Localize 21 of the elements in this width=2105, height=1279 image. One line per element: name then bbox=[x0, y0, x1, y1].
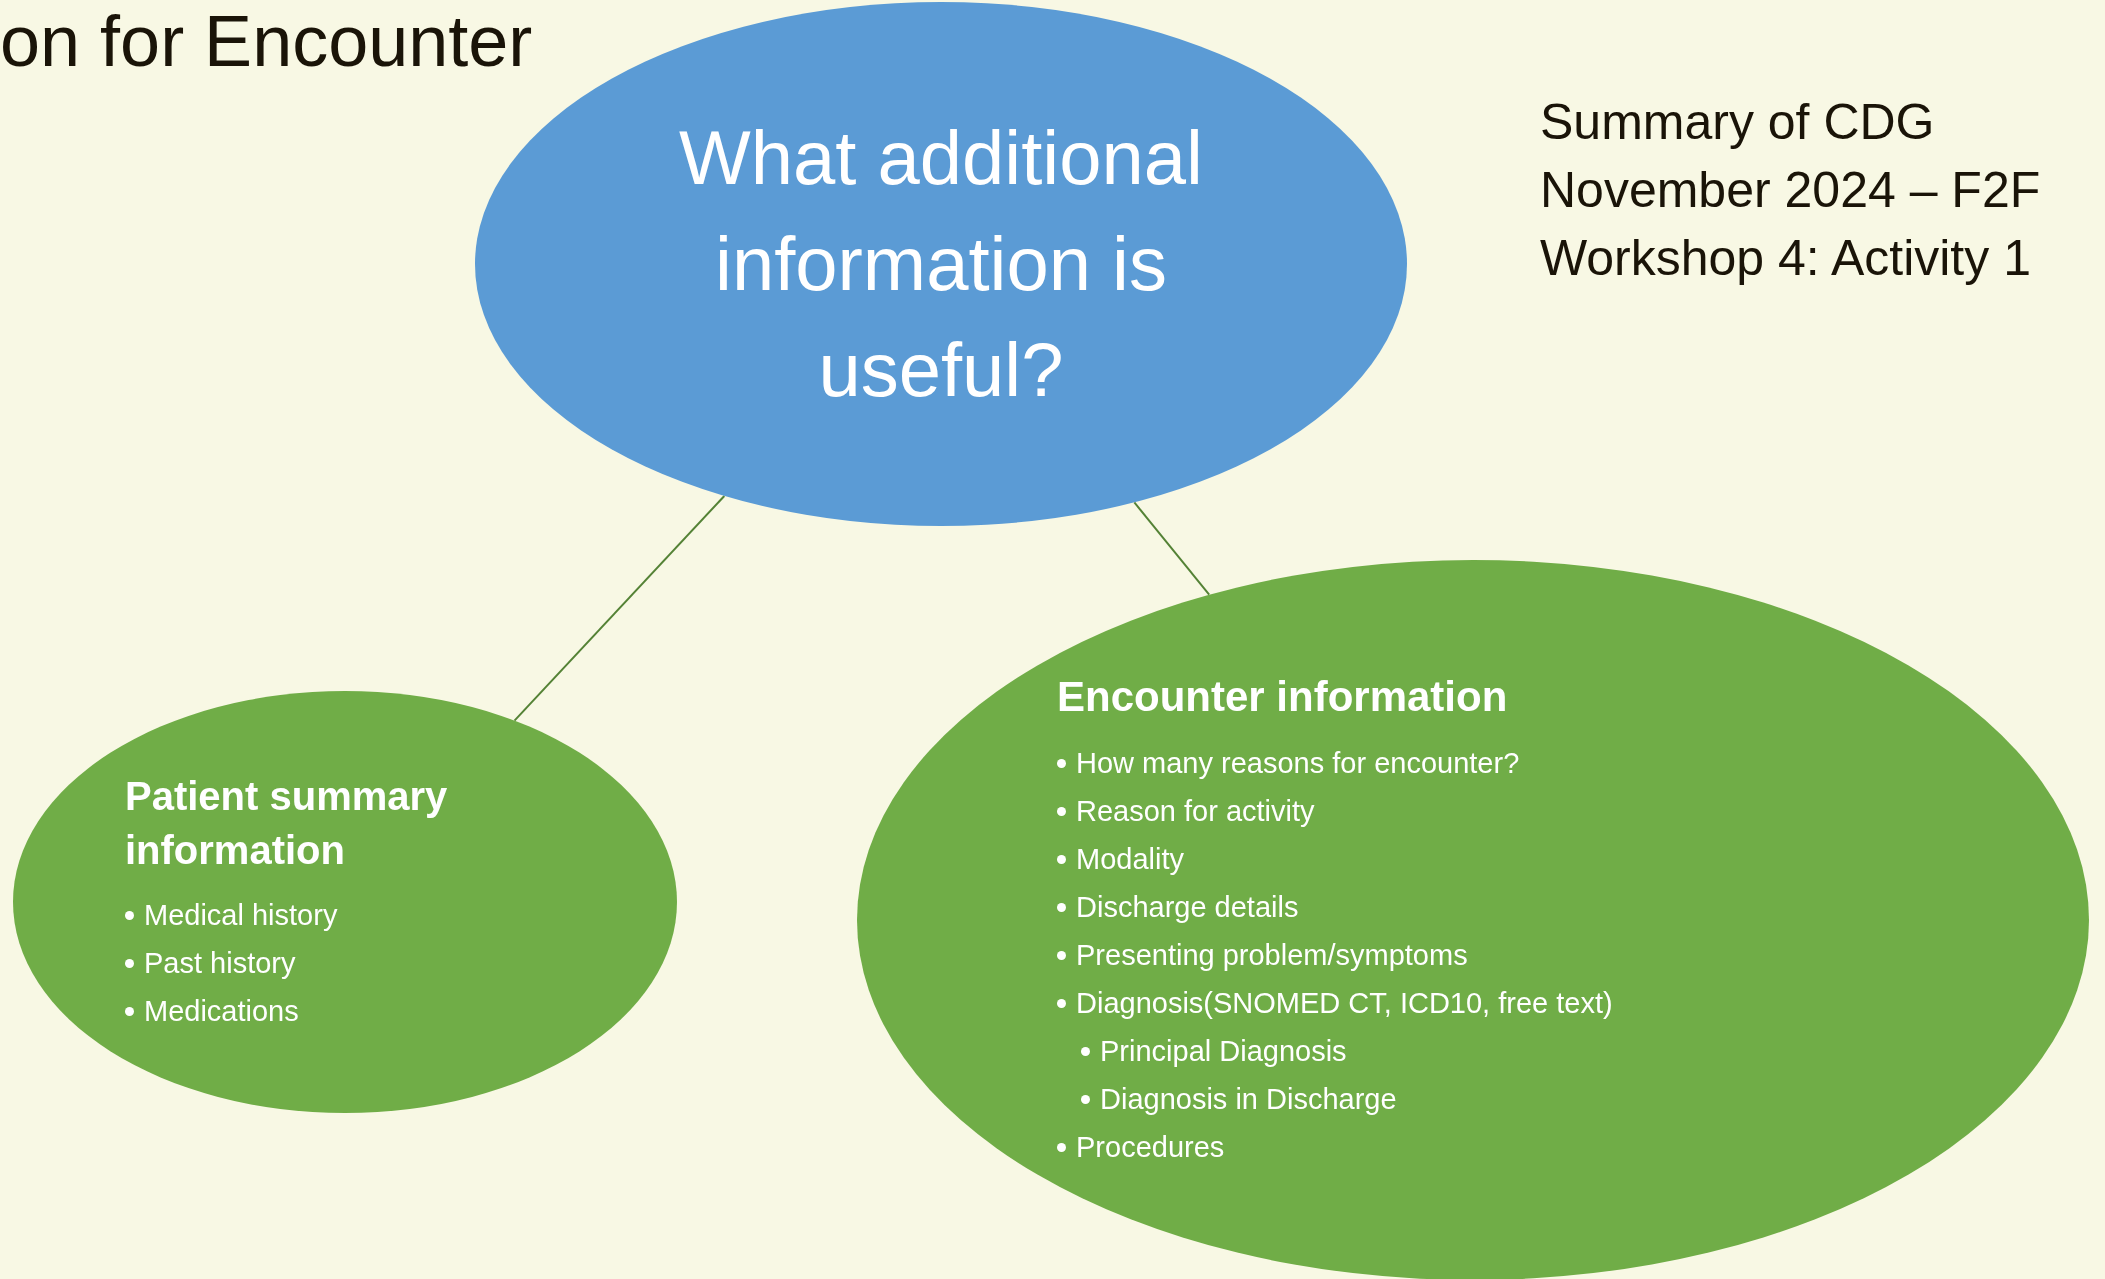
group-heading: Encounter information bbox=[1057, 671, 1509, 722]
bullet-item: Principal Diagnosis bbox=[1100, 1034, 1347, 1070]
note-text: Summary of CDG bbox=[1540, 93, 1936, 152]
bullet-item: Modality bbox=[1076, 842, 1184, 878]
bullet-item: Reason for activity bbox=[1076, 794, 1315, 830]
connector-line bbox=[513, 494, 726, 722]
bullet-item: Past history bbox=[144, 946, 296, 981]
question-text: What additional information is useful? bbox=[678, 114, 1204, 414]
note-text: Workshop 4: Activity 1 bbox=[1540, 229, 2032, 288]
bullet-item: Medications bbox=[144, 994, 299, 1029]
bullet-item: Diagnosis(SNOMED CT, ICD10, free text) bbox=[1076, 986, 1613, 1022]
note-text: November 2024 – F2F bbox=[1540, 161, 2041, 220]
slide-title: on for Encounter bbox=[0, 0, 533, 82]
group-heading: Patient summary information bbox=[125, 773, 449, 874]
bullet-item: Presenting problem/symptoms bbox=[1076, 938, 1468, 974]
connector-line bbox=[1133, 501, 1211, 596]
bullet-item: Procedures bbox=[1076, 1130, 1225, 1166]
bullet-item: How many reasons for encounter? bbox=[1076, 746, 1520, 782]
bullet-item: Medical history bbox=[144, 898, 338, 933]
bullet-item: Discharge details bbox=[1076, 890, 1299, 926]
bullet-item: Diagnosis in Discharge bbox=[1100, 1082, 1397, 1118]
